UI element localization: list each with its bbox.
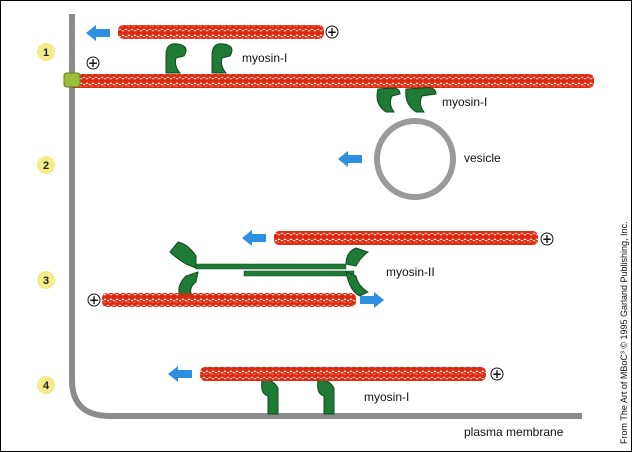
plasma-membrane-line	[69, 14, 582, 419]
myosin-i-label: myosin-I	[364, 390, 409, 404]
svg-text:+: +	[88, 56, 98, 70]
vesicle-label: vesicle	[464, 151, 501, 165]
myosin-ii-tail	[195, 263, 347, 270]
membrane-anchor-icon	[63, 72, 81, 88]
step-marker-3: 3	[37, 271, 55, 289]
plus-circle-icon: +	[490, 367, 504, 381]
svg-text:+: +	[327, 25, 337, 39]
myosin-i-label: myosin-I	[442, 95, 487, 109]
actin-filament	[200, 367, 486, 381]
plus-circle-icon: +	[86, 56, 100, 70]
step-number: 2	[43, 160, 49, 172]
actin-filament	[102, 293, 356, 307]
actin-filament	[274, 231, 538, 245]
copyright-credit: From The Art of MBoC³ © 1995 Garland Pub…	[619, 221, 629, 444]
myosin-ii-head	[169, 241, 199, 297]
plasma-membrane-label: plasma membrane	[464, 425, 564, 439]
myosin-i-head	[376, 87, 401, 113]
myosin-ii-label: myosin-II	[386, 265, 435, 279]
step-marker-4: 4	[37, 376, 55, 394]
step-marker-1: 1	[37, 43, 55, 61]
vesicle	[374, 118, 456, 200]
actin-filament	[118, 25, 324, 39]
actin-filament	[68, 74, 594, 88]
svg-text:+: +	[89, 293, 99, 307]
myosin-ii-tail	[243, 270, 355, 277]
step-marker-2: 2	[37, 156, 55, 174]
myosin-ii-head	[345, 247, 370, 297]
myosin-i-head	[405, 87, 437, 113]
step-number: 1	[43, 47, 49, 59]
plus-circle-icon: +	[87, 293, 101, 307]
step-number: 3	[43, 275, 49, 287]
svg-text:+: +	[542, 232, 552, 246]
myosin-i-head	[211, 43, 233, 74]
svg-text:+: +	[492, 367, 502, 381]
step-number: 4	[43, 380, 50, 392]
plus-circle-icon: +	[325, 25, 339, 39]
plus-circle-icon: +	[540, 232, 554, 246]
myosin-i-label: myosin-I	[242, 51, 287, 65]
myosin-i-head	[165, 43, 187, 74]
